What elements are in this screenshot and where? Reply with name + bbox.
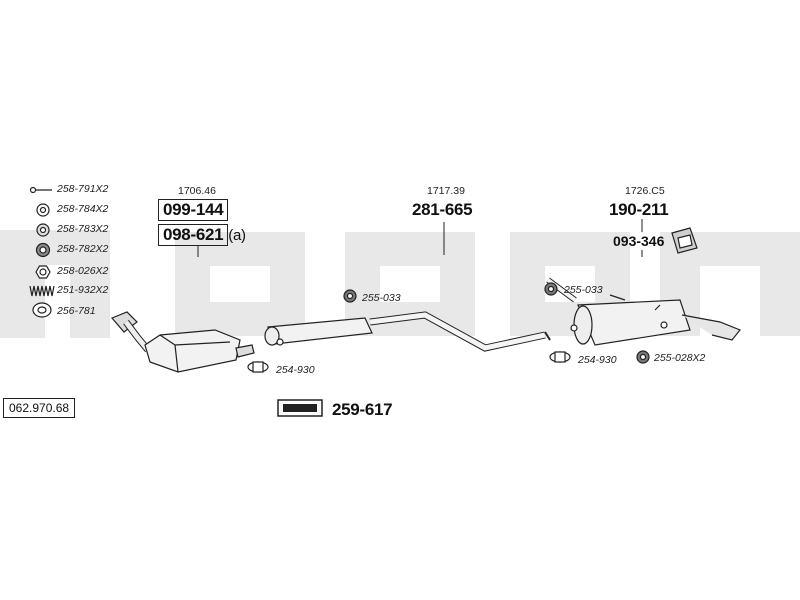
hanger-rear-icon [544,282,558,296]
rear-part-secondary[interactable]: 093-346 [613,233,665,249]
front-group-code: 1706.46 [178,185,216,197]
hanger-middle-label: 255-033 [362,292,401,304]
bosal-logo-box [277,399,323,417]
gasket-icon [32,302,52,318]
legend-label-6: 251-932X2 [57,284,109,296]
hanger-rear-pair-label: 255-028X2 [654,352,706,364]
ring-gasket-icon [36,223,50,237]
rear-part-primary[interactable]: 190-211 [609,200,669,219]
rear-bracket-icon [671,227,698,254]
clamp-front-label: 254-930 [276,364,315,376]
rear-group-code: 1726.C5 [625,185,665,197]
clamp-front-icon [247,361,269,373]
middle-muffler-drawing [264,311,551,352]
kit-part[interactable]: 259-617 [332,400,393,419]
legend-label-1: 258-791X2 [57,183,109,195]
catalytic-converter-drawing [110,311,255,373]
middle-group-code: 1717.39 [427,185,465,197]
hanger-rear-pair-icon [636,350,650,364]
nut-icon [35,242,51,258]
clamp-rear-icon [549,351,571,363]
ring-icon [36,203,50,217]
front-part-secondary[interactable]: 098-621 [158,224,229,246]
legend-label-5: 258-026X2 [57,265,109,277]
front-part-secondary-row: 098-621(a) [158,224,246,246]
hanger-middle-icon [343,289,357,303]
hex-nut-icon [35,265,51,279]
hanger-rear-label: 255-033 [564,284,603,296]
front-part-secondary-suffix: (a) [228,227,246,244]
front-part-primary[interactable]: 099-144 [158,199,229,221]
middle-part-primary[interactable]: 281-665 [412,200,473,219]
rear-muffler-drawing [546,277,741,346]
legend-label-2: 258-784X2 [57,203,109,215]
coil-spring-icon [29,285,55,297]
legend-label-4: 258-782X2 [57,243,109,255]
clamp-rear-label: 254-930 [578,354,617,366]
leader-lines [197,219,643,257]
spring-icon [29,186,52,194]
reference-number: 062.970.68 [3,398,76,418]
legend-label-3: 258-783X2 [57,223,109,235]
legend-label-7: 256-781 [57,305,96,317]
